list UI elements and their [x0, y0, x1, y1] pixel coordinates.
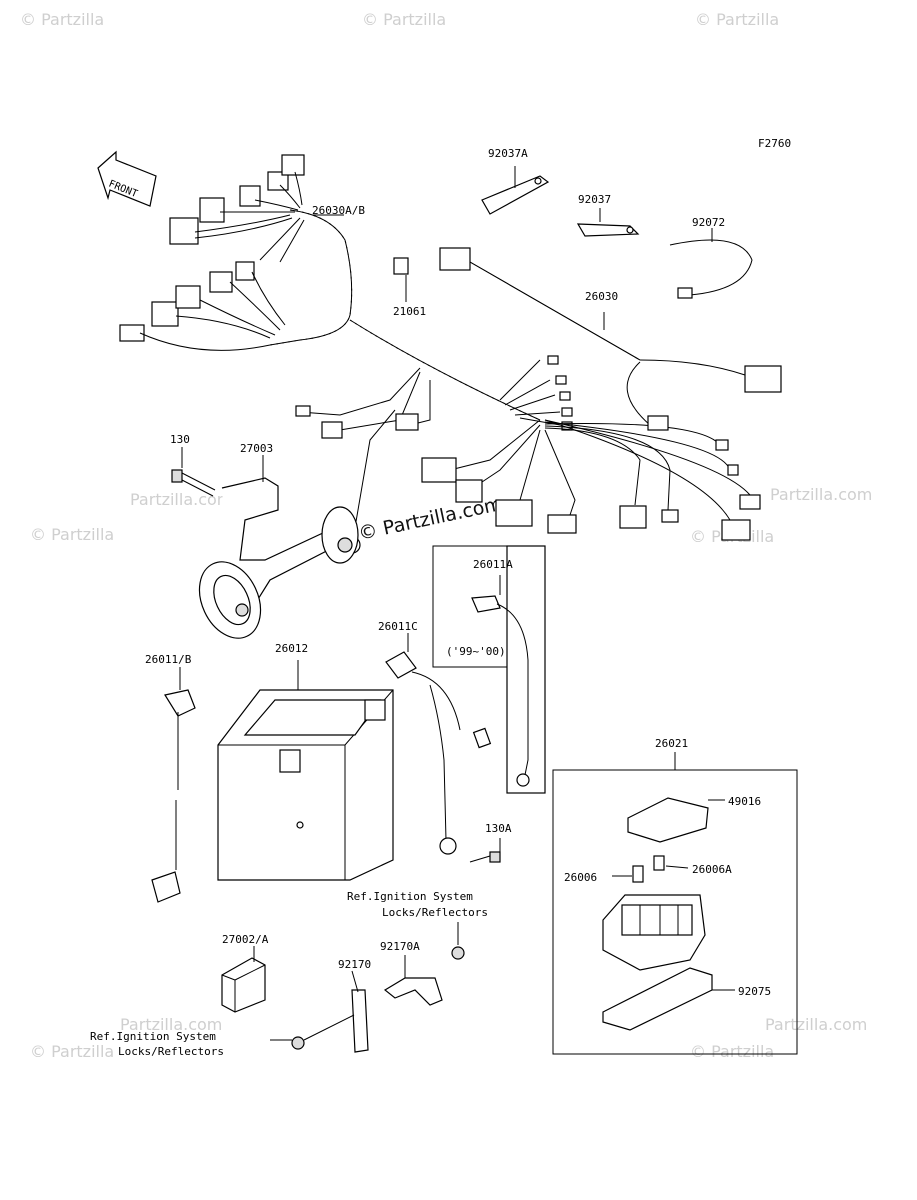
part-26012-battery [217, 660, 394, 881]
part-26030-sub-harness [439, 247, 782, 431]
label-26006a: 26006A [692, 863, 732, 876]
figure-code: F2760 [758, 137, 791, 150]
part-27002a-relay [221, 946, 266, 1013]
watermark-top-center: © Partzilla [362, 10, 446, 29]
part-26011b-cable [151, 667, 196, 903]
label-130a: 130A [485, 822, 512, 835]
label-27002a: 27002/A [222, 933, 269, 946]
label-21061: 21061 [393, 305, 426, 318]
watermark-bottom-right: © Partzilla [690, 1042, 774, 1061]
ref2-line2: Locks/Reflectors [118, 1045, 224, 1058]
label-26011b: 26011/B [145, 653, 192, 666]
part-26030ab-main-harness [119, 154, 761, 554]
label-26021: 26021 [655, 737, 688, 750]
label-92037a: 92037A [488, 147, 528, 160]
label-26030: 26030 [585, 290, 618, 303]
part-130a-bolt [469, 838, 501, 863]
part-21061-clip [393, 257, 409, 302]
watermark-mid-left: © Partzilla [30, 525, 114, 544]
label-92072: 92072 [692, 216, 725, 229]
ref2-line1: Ref.Ignition System [90, 1030, 216, 1043]
front-arrow-icon: FRONT [97, 150, 157, 207]
part-92072-cable-tie [669, 228, 753, 299]
watermark-bottom-left: © Partzilla [30, 1042, 114, 1061]
label-92170a: 92170A [380, 940, 420, 953]
ref1-line1: Ref.Ignition System [347, 890, 473, 903]
ref2-nut [291, 1036, 305, 1050]
watermark-top-left: © Partzilla [20, 10, 104, 29]
ref1-nut [451, 946, 465, 960]
label-49016: 49016 [728, 795, 761, 808]
label-130: 130 [170, 433, 190, 446]
label-92170: 92170 [338, 958, 371, 971]
label-92075: 92075 [738, 985, 771, 998]
coiled-sleeve [269, 209, 353, 346]
part-92037a-strap [481, 166, 550, 215]
watermark-top-right: © Partzilla [695, 10, 779, 29]
part-92170-bracket [351, 970, 369, 1053]
label-26011c: 26011C [378, 620, 418, 633]
part-26021-fuse-box-group [552, 752, 798, 1055]
part-130-bolt [171, 447, 216, 497]
label-26006: 26006 [564, 871, 597, 884]
watermark-site-left: Partzilla.com [130, 490, 232, 509]
label-26030ab: 26030A/B [312, 204, 365, 217]
label-26011a: 26011A [473, 558, 513, 571]
part-92037-strap [576, 208, 640, 237]
label-27003: 27003 [240, 442, 273, 455]
label-92037: 92037 [578, 193, 611, 206]
part-26011c-cable [385, 633, 492, 855]
label-26012: 26012 [275, 642, 308, 655]
part-27003-horn [198, 455, 359, 639]
part-26011a-group [432, 545, 546, 794]
watermark-site-right: Partzilla.com [770, 485, 872, 504]
ref1-line2: Locks/Reflectors [382, 906, 488, 919]
label-99-00: ('99~'00) [446, 645, 506, 658]
watermark-site-bottom-left: Partzilla.com [120, 1015, 222, 1034]
part-92170a-bracket [383, 955, 443, 1006]
watermark-site-bottom-right: Partzilla.com [765, 1015, 867, 1034]
